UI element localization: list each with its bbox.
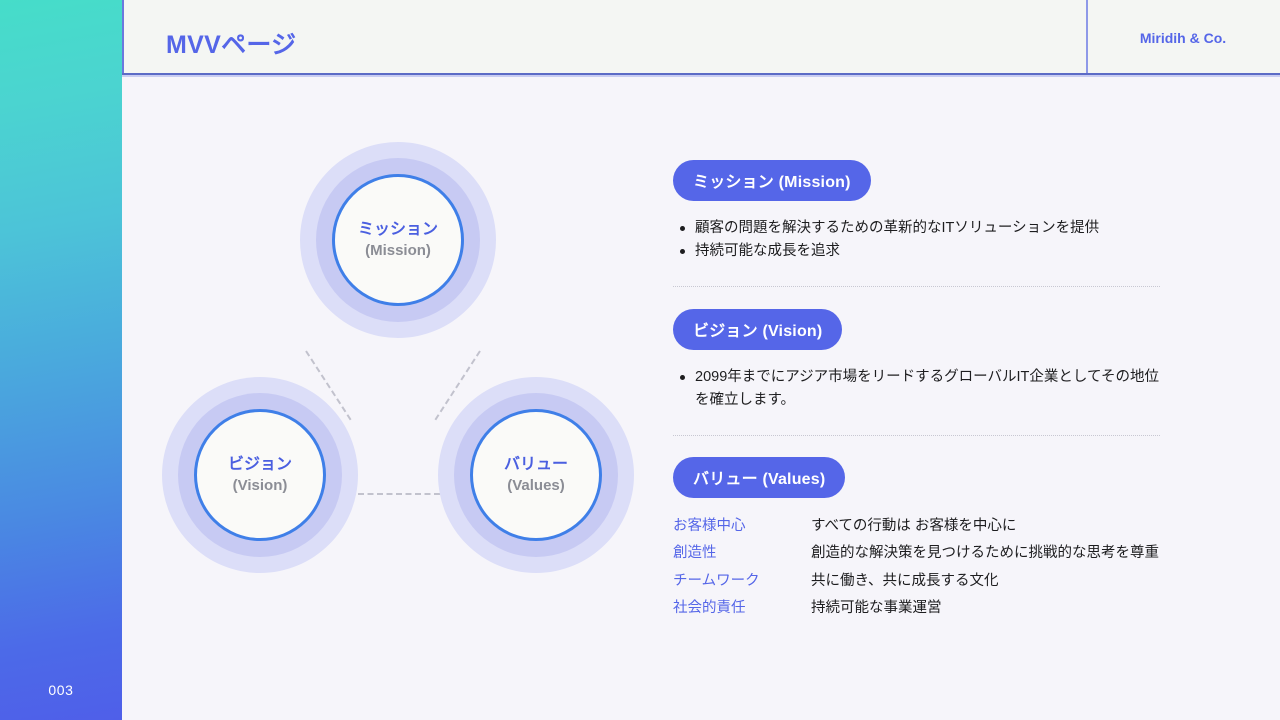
table-row: 創造性 創造的な解決策を見つけるために挑戦的な思考を尊重 [673,542,1159,569]
diagram-node-mission-core: ミッション (Mission) [332,174,464,306]
diagram-node-values-core: バリュー (Values) [470,409,602,541]
diagram-node-mission[interactable]: ミッション (Mission) [300,142,496,338]
header-vertical-divider [1086,0,1088,74]
connector-vision-values [358,493,440,495]
values-key: チームワーク [673,572,760,589]
vision-bullet-list: 2099年までにアジア市場をリードするグローバルIT企業としてその地位を確立しま… [673,366,1163,413]
divider-mission-vision [673,285,1160,287]
table-row: 社会的責任 持続可能な事業運営 [673,597,1159,624]
divider-vision-values [673,434,1160,436]
header-underline-soft [122,75,1280,77]
diagram-node-vision[interactable]: ビジョン (Vision) [162,377,358,573]
diagram-node-values[interactable]: バリュー (Values) [438,377,634,573]
page-number: 003 [48,682,74,698]
diagram-node-mission-label-ja: ミッション [357,220,438,238]
section-vision: ビジョン (Vision) 2099年までにアジア市場をリードするグローバルIT… [673,308,1163,413]
list-item: 顧客の問題を解決するための革新的なITソリューションを提供 [680,217,1163,240]
values-key: お客様中心 [673,517,746,534]
list-item: 持続可能な成長を追求 [680,240,1163,263]
left-gradient-rail: 003 [0,0,122,720]
values-description: 創造的な解決策を見つけるために挑戦的な思考を尊重 [811,545,1159,562]
values-description: 持続可能な事業運営 [811,600,942,617]
content-column: ミッション (Mission) 顧客の問題を解決するための革新的なITソリューシ… [673,160,1163,625]
section-mission: ミッション (Mission) 顧客の問題を解決するための革新的なITソリューシ… [673,160,1163,264]
values-pill-badge: バリュー (Values) [673,456,846,498]
values-key: 社会的責任 [673,600,746,617]
diagram-node-vision-core: ビジョン (Vision) [194,409,326,541]
diagram-node-values-label-ja: バリュー [503,455,568,473]
mvv-diagram: ミッション (Mission) ビジョン (Vision) バリュー (Valu… [140,120,660,660]
diagram-node-vision-label-en: (Vision) [232,476,288,494]
diagram-node-mission-label-en: (Mission) [365,241,431,259]
list-item: 2099年までにアジア市場をリードするグローバルIT企業としてその地位を確立しま… [680,366,1163,413]
values-description: すべての行動は お客様を中心に [811,517,1017,534]
mission-bullet-list: 顧客の問題を解決するための革新的なITソリューションを提供 持続可能な成長を追求 [673,217,1163,264]
header-left-edge [122,0,124,74]
diagram-node-vision-label-ja: ビジョン [227,455,292,473]
values-description: 共に働き、共に成長する文化 [811,572,999,589]
table-row: お客様中心 すべての行動は お客様を中心に [673,515,1159,542]
diagram-node-values-label-en: (Values) [507,476,565,494]
values-table: お客様中心 すべての行動は お客様を中心に 創造性 創造的な解決策を見つけるため… [673,515,1159,625]
brand-name: Miridih & Co. [1139,30,1227,46]
section-values: バリュー (Values) お客様中心 すべての行動は お客様を中心に 創造性 … [673,456,1163,625]
header-underline [122,73,1280,75]
page-title: MVVページ [166,31,297,59]
table-row: チームワーク 共に働き、共に成長する文化 [673,570,1159,597]
values-key: 創造性 [673,545,717,562]
vision-pill-badge: ビジョン (Vision) [673,308,843,350]
mission-pill-badge: ミッション (Mission) [673,160,871,201]
